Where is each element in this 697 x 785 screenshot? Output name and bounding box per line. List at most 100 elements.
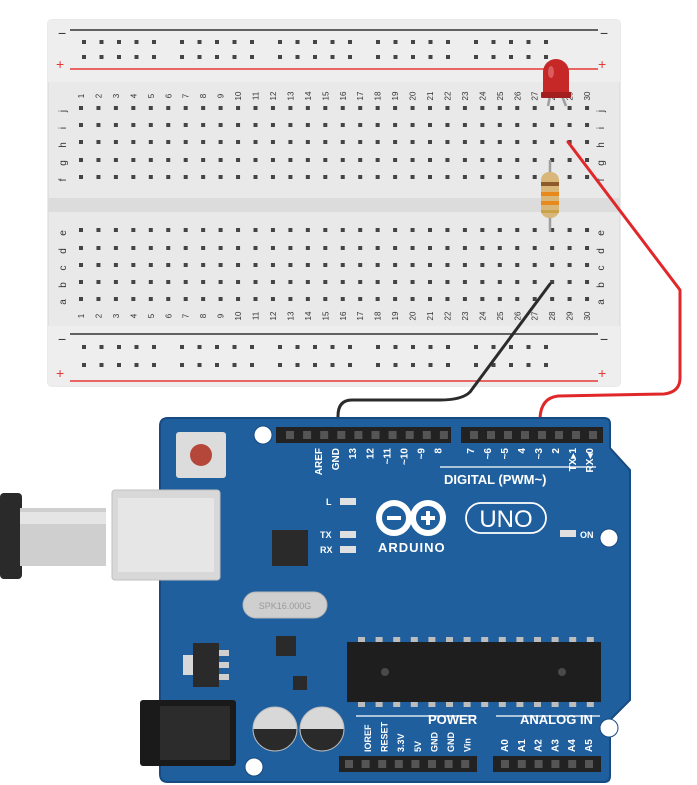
terminal-hole[interactable] [428,106,432,110]
terminal-hole[interactable] [323,228,328,232]
terminal-hole[interactable] [445,106,450,110]
rail-hole[interactable] [348,40,352,44]
terminal-hole[interactable] [79,123,83,127]
terminal-hole[interactable] [428,228,432,232]
rail-hole[interactable] [474,345,478,349]
terminal-hole[interactable] [497,280,502,284]
terminal-hole[interactable] [585,123,590,127]
terminal-hole[interactable] [236,228,241,232]
terminal-hole[interactable] [567,228,572,232]
terminal-hole[interactable] [480,140,485,144]
terminal-hole[interactable] [480,246,485,250]
rail-hole[interactable] [544,345,548,349]
rail-hole[interactable] [313,345,317,349]
terminal-hole[interactable] [96,175,101,179]
rail-hole[interactable] [82,363,86,367]
terminal-hole[interactable] [113,263,118,267]
terminal-hole[interactable] [567,106,572,110]
terminal-hole[interactable] [253,297,258,301]
terminal-hole[interactable] [79,106,83,110]
terminal-hole[interactable] [515,140,520,144]
terminal-hole[interactable] [253,246,258,250]
terminal-hole[interactable] [305,158,310,162]
rail-hole[interactable] [411,55,415,59]
rail-hole[interactable] [313,40,317,44]
rail-hole[interactable] [474,55,478,59]
terminal-hole[interactable] [497,106,502,110]
terminal-hole[interactable] [515,158,520,162]
terminal-hole[interactable] [166,123,171,127]
header-pin[interactable] [388,431,397,439]
rail-hole[interactable] [446,363,450,367]
rail-hole[interactable] [446,40,450,44]
terminal-hole[interactable] [166,280,171,284]
rail-hole[interactable] [348,55,352,59]
terminal-hole[interactable] [428,280,432,284]
rail-hole[interactable] [393,40,398,44]
terminal-hole[interactable] [236,158,241,162]
rail-hole[interactable] [526,40,531,44]
rail-hole[interactable] [330,363,335,367]
terminal-hole[interactable] [79,175,83,179]
terminal-hole[interactable] [183,228,188,232]
terminal-hole[interactable] [410,140,415,144]
terminal-hole[interactable] [515,123,520,127]
terminal-hole[interactable] [148,228,153,232]
header-pin[interactable] [589,431,597,439]
rail-hole[interactable] [428,363,433,367]
terminal-hole[interactable] [305,123,310,127]
rail-hole[interactable] [152,55,156,59]
header-pin[interactable] [517,760,526,768]
terminal-hole[interactable] [462,123,467,127]
terminal-hole[interactable] [253,280,258,284]
terminal-hole[interactable] [166,106,171,110]
terminal-hole[interactable] [445,263,450,267]
terminal-hole[interactable] [550,280,555,284]
terminal-hole[interactable] [253,123,258,127]
terminal-hole[interactable] [218,263,223,267]
header-pin[interactable] [439,431,448,439]
terminal-hole[interactable] [428,175,432,179]
header-pin[interactable] [572,431,580,439]
header-pin[interactable] [521,431,529,439]
terminal-hole[interactable] [131,228,136,232]
terminal-hole[interactable] [550,106,555,110]
terminal-hole[interactable] [323,140,328,144]
rail-hole[interactable] [215,345,219,349]
header-pin[interactable] [405,431,414,439]
rail-hole[interactable] [295,345,300,349]
terminal-hole[interactable] [270,263,275,267]
terminal-hole[interactable] [253,263,258,267]
resistor[interactable] [541,160,559,232]
terminal-hole[interactable] [166,140,171,144]
rail-hole[interactable] [180,345,184,349]
rail-hole[interactable] [348,363,352,367]
terminal-hole[interactable] [497,175,502,179]
terminal-hole[interactable] [515,246,520,250]
rail-hole[interactable] [197,363,202,367]
terminal-hole[interactable] [288,297,293,301]
terminal-hole[interactable] [375,228,380,232]
terminal-hole[interactable] [532,228,537,232]
terminal-hole[interactable] [375,106,380,110]
red-wire[interactable] [538,140,682,436]
terminal-hole[interactable] [113,140,118,144]
terminal-hole[interactable] [201,106,206,110]
terminal-hole[interactable] [201,263,206,267]
rail-hole[interactable] [278,363,282,367]
terminal-hole[interactable] [445,123,450,127]
rail-hole[interactable] [491,55,496,59]
rail-hole[interactable] [376,55,380,59]
terminal-hole[interactable] [96,106,101,110]
rail-hole[interactable] [376,345,380,349]
header-pin[interactable] [320,431,329,439]
rail-hole[interactable] [278,40,282,44]
terminal-hole[interactable] [96,263,101,267]
rail-hole[interactable] [180,40,184,44]
rail-hole[interactable] [197,55,202,59]
terminal-hole[interactable] [375,246,380,250]
terminal-hole[interactable] [410,280,415,284]
terminal-hole[interactable] [358,297,363,301]
header-pin[interactable] [487,431,495,439]
terminal-hole[interactable] [462,228,467,232]
